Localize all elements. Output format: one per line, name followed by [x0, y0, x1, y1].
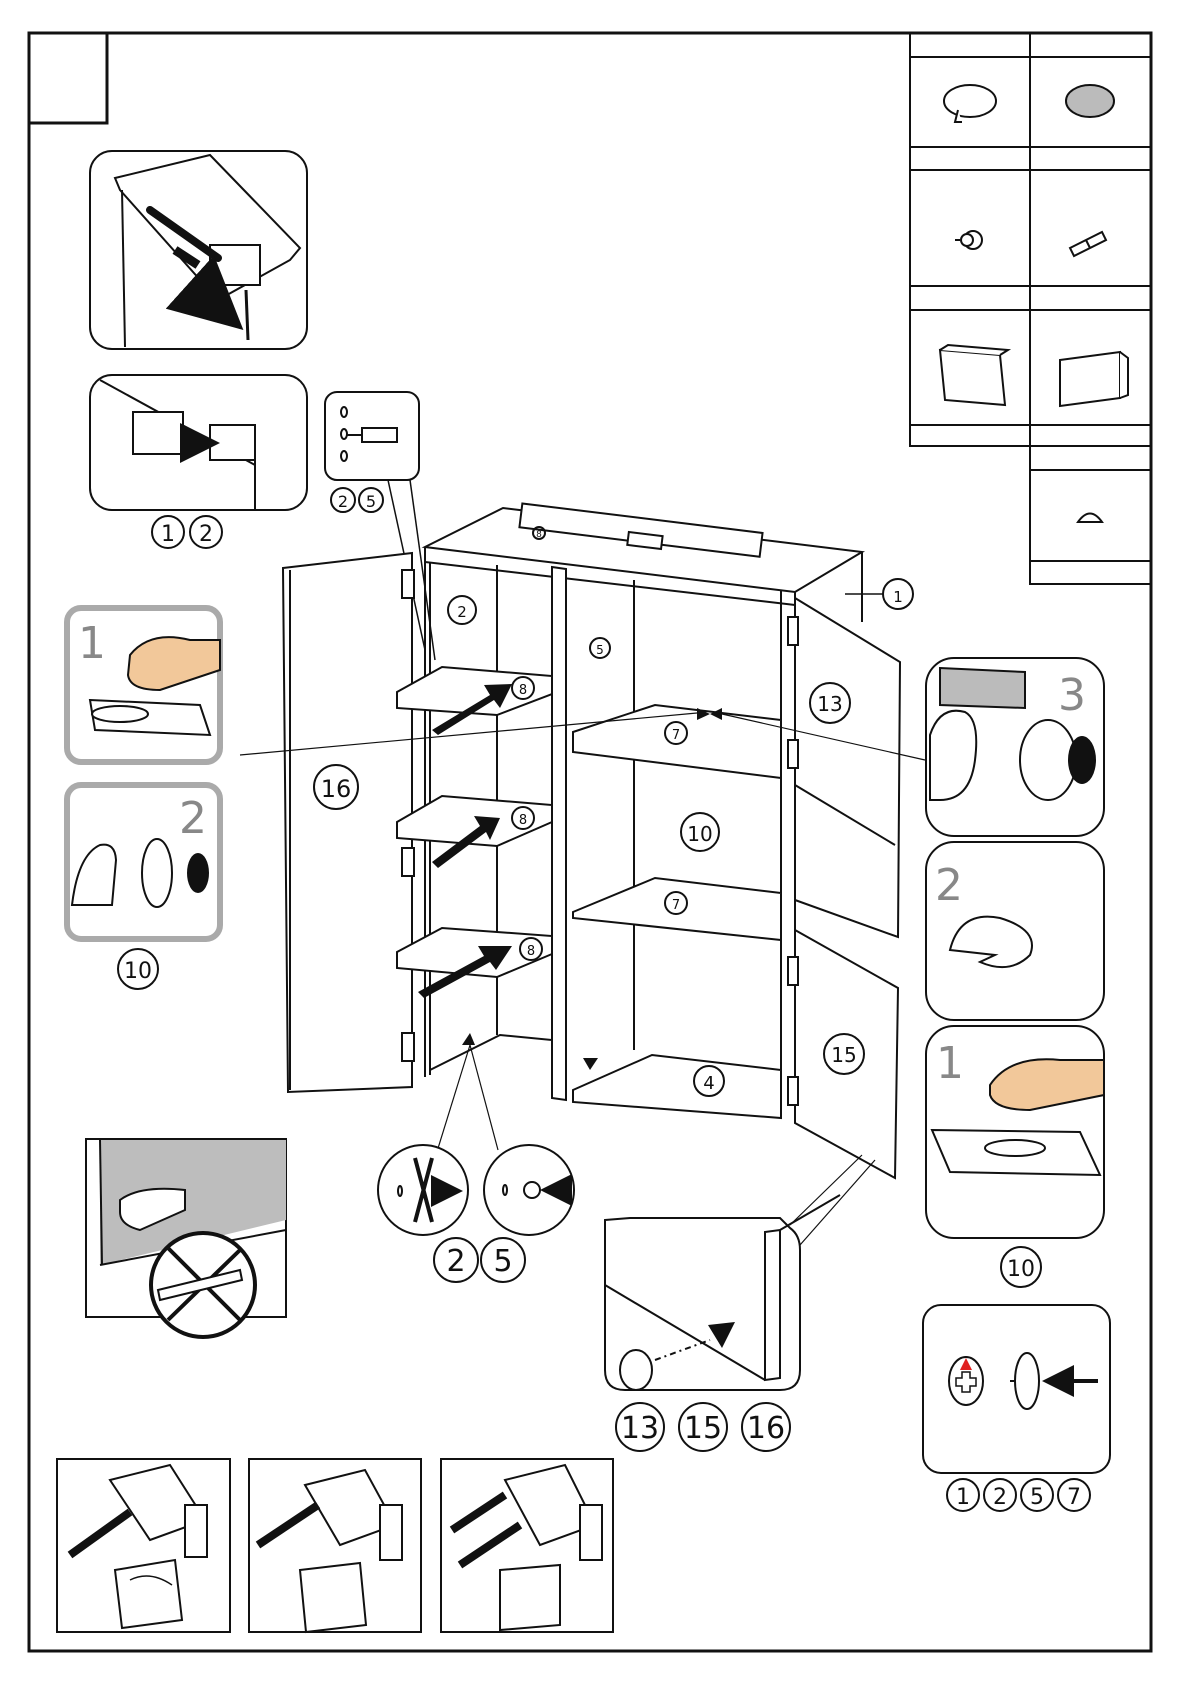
label-shelf-b: 8: [519, 813, 527, 828]
left-pad-step-2-number: 2: [179, 793, 207, 844]
left-pad-step-1-number: 1: [78, 618, 106, 669]
part-cam-bolt-icon: [955, 231, 982, 249]
hinge-adjust-depth: [57, 1459, 230, 1632]
step-number-box: [29, 33, 107, 123]
label-top: 1: [893, 588, 903, 606]
cap-insert-detail: [923, 1305, 1110, 1473]
label-door-right-top: 13: [817, 692, 842, 716]
cover-clip-detail: [90, 375, 307, 510]
left-pad-step-1: 1: [67, 608, 220, 762]
part-cap-white-icon: [944, 85, 996, 122]
part-cover-right-icon: [1060, 352, 1128, 406]
cap-ref-2: 2: [993, 1485, 1007, 1510]
label-left-side: 2: [457, 603, 467, 621]
hinge-adjust-height: [441, 1459, 613, 1632]
part-cover-left-icon: [940, 345, 1008, 405]
level-label: 8: [536, 530, 542, 540]
cap-ref-5: 5: [1030, 1485, 1044, 1510]
part-cap-gray-icon: [1066, 85, 1114, 117]
hinge-adjust-side: [249, 1459, 421, 1632]
right-pad-step-1: 1: [926, 1026, 1104, 1238]
label-mid-shelf-a: 7: [672, 728, 680, 743]
dowel-ref-5: 5: [366, 492, 376, 511]
right-pad-step-3: 3: [926, 658, 1104, 836]
label-shelf-c: 8: [527, 944, 535, 959]
right-pad-step-1-number: 1: [936, 1038, 964, 1089]
cam-lock-details: [378, 1145, 574, 1235]
right-pad-step-2-number: 2: [935, 860, 963, 911]
ref-2: 2: [199, 522, 213, 547]
foot-glide-detail: [605, 1195, 840, 1390]
dowel-ref-2: 2: [338, 492, 348, 511]
cabinet-illustration: [283, 503, 900, 1178]
label-door-left: 16: [321, 775, 352, 803]
right-pad-step-2: 2: [926, 842, 1104, 1020]
parts-table: [910, 33, 1151, 584]
lift-adjust-detail: [90, 151, 307, 349]
bottom-fix-ref-5: 5: [493, 1244, 512, 1279]
left-pad-step-2: 2: [67, 785, 220, 939]
cap-ref-7: 7: [1067, 1485, 1081, 1510]
foot-ref-15: 15: [684, 1411, 722, 1446]
right-pad-step-3-number: 3: [1058, 670, 1086, 721]
label-shelf-a: 8: [519, 683, 527, 698]
label-door-right-bottom: 15: [831, 1043, 856, 1067]
ref-1: 1: [161, 522, 175, 547]
wall-warning-detail: [86, 1139, 286, 1337]
label-bottom: 4: [703, 1073, 714, 1094]
pad-ref-10: 10: [124, 959, 152, 984]
label-back: 10: [687, 822, 712, 846]
foot-ref-13: 13: [621, 1411, 659, 1446]
cap-ref-1: 1: [956, 1485, 970, 1510]
label-middle: 5: [596, 643, 604, 657]
foot-ref-16: 16: [747, 1411, 785, 1446]
part-dowel-icon: [1070, 232, 1106, 256]
bottom-fix-ref-2: 2: [446, 1244, 465, 1279]
part-bumper-icon: [1078, 514, 1102, 523]
label-mid-shelf-b: 7: [672, 898, 680, 913]
right-pad-ref-10: 10: [1007, 1257, 1035, 1282]
